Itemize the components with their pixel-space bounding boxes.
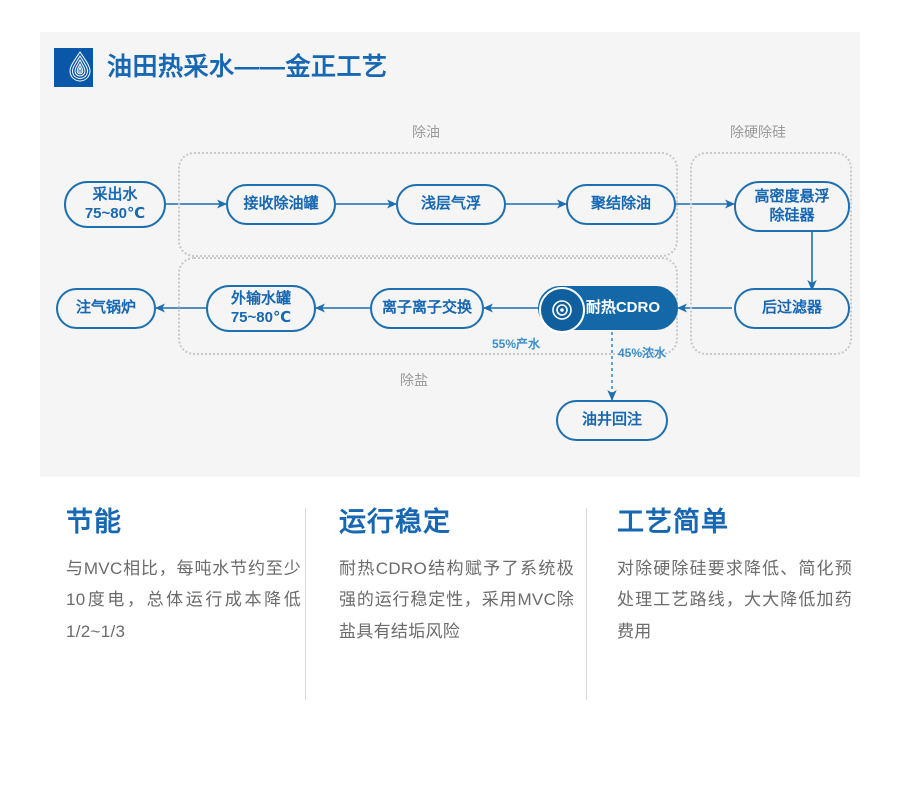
feature-title: 节能 xyxy=(66,507,122,537)
node-heat-resistant-cdro[interactable]: 耐热CDRO xyxy=(538,286,678,333)
group-label-deoiling: 除油 xyxy=(412,124,440,140)
panel-header: 油田热采水——金正工艺 xyxy=(54,48,388,87)
branch-label-permeate: 55%产水 xyxy=(492,337,541,351)
feature-body: 耐热CDRO结构赋予了系统极强的运行稳定性，采用MVC除盐具有结垢风险 xyxy=(339,559,574,641)
ring-target-icon xyxy=(539,287,585,333)
panel-title: 油田热采水——金正工艺 xyxy=(107,53,388,81)
node-well-reinjection[interactable]: 油井回注 xyxy=(556,400,668,441)
feature-divider-1 xyxy=(305,508,306,700)
node-hd-suspension-desilicon[interactable]: 高密度悬浮 除硅器 xyxy=(734,181,850,232)
feature-title: 工艺简单 xyxy=(617,507,729,537)
group-label-desalting: 除盐 xyxy=(400,372,428,388)
feature-body: 对除硬除硅要求降低、简化预处理工艺路线，大大降低加药费用 xyxy=(617,559,852,641)
group-box-deoiling xyxy=(178,152,678,257)
feature-body: 与MVC相比，每吨水节约至少10度电，总体运行成本降低1/2~1/3 xyxy=(66,559,301,641)
node-ion-exchange[interactable]: 离子离子交换 xyxy=(370,288,484,329)
node-shallow-flotation[interactable]: 浅层气浮 xyxy=(396,184,506,225)
node-export-water-tank[interactable]: 外输水罐 75~80℃ xyxy=(206,285,316,332)
node-coalescing-deoiling[interactable]: 聚结除油 xyxy=(566,184,676,225)
feature-title: 运行稳定 xyxy=(339,507,451,537)
water-ripple-logo-icon xyxy=(54,48,93,87)
group-label-desilicon: 除硬除硅 xyxy=(730,124,786,140)
feature-simple-process: 工艺简单 对除硬除硅要求降低、简化预处理工艺路线，大大降低加药费用 xyxy=(617,500,852,647)
process-diagram-panel: 油田热采水——金正工艺 xyxy=(40,32,860,477)
group-box-desilicon xyxy=(690,152,852,355)
node-produced-water[interactable]: 采出水 75~80℃ xyxy=(64,181,166,228)
feature-energy-saving: 节能 与MVC相比，每吨水节约至少10度电，总体运行成本降低1/2~1/3 xyxy=(66,500,301,647)
branch-label-concentrate: 45%浓水 xyxy=(618,346,667,360)
feature-list: 节能 与MVC相比，每吨水节约至少10度电，总体运行成本降低1/2~1/3 运行… xyxy=(0,500,900,720)
feature-stable-operation: 运行稳定 耐热CDRO结构赋予了系统极强的运行稳定性，采用MVC除盐具有结垢风险 xyxy=(339,500,574,647)
feature-divider-2 xyxy=(586,508,587,700)
node-post-filter[interactable]: 后过滤器 xyxy=(734,288,850,329)
node-receiving-tank[interactable]: 接收除油罐 xyxy=(226,184,336,225)
node-steam-injection-boiler[interactable]: 注气锅炉 xyxy=(56,288,156,329)
flow-connectors xyxy=(155,199,817,401)
node-cdro-label: 耐热CDRO xyxy=(585,298,660,316)
flowchart: 除油 除硬除硅 除盐 采出水 75~80℃ 接收除油罐 浅层气浮 聚结除油 高密… xyxy=(40,32,860,477)
